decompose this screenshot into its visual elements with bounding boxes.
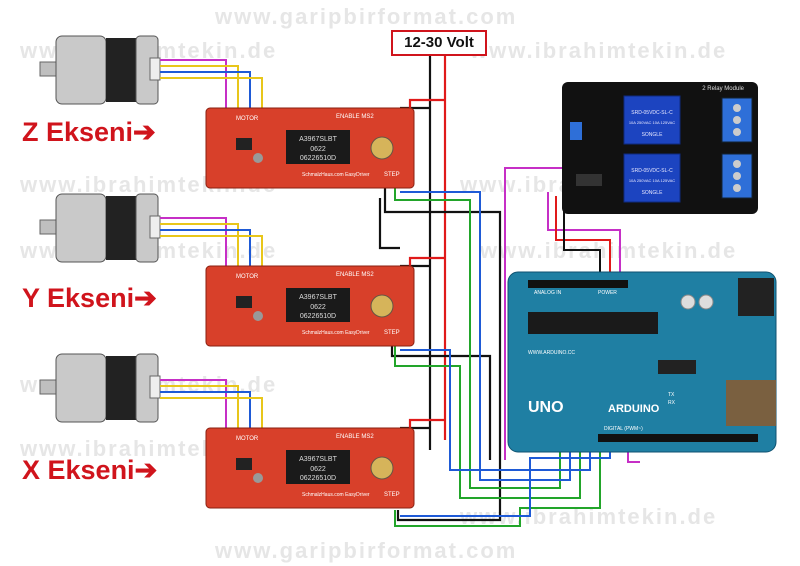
arduino-analog-label: ANALOG IN: [534, 290, 562, 296]
easydriver-z: A3967SLBT 0622 06226510D MOTOR ENABLE MS…: [205, 107, 415, 189]
relay-brand: SONGLE: [642, 190, 664, 196]
arrow-right-icon: ➔: [134, 283, 157, 313]
axis-label-text: Y Ekseni: [22, 283, 135, 313]
driver-brand: SchmalzHaus.com EasyDriver: [302, 172, 370, 178]
watermark: www.garipbirformat.com: [215, 538, 518, 563]
axis-label-z: Z Ekseni➔: [22, 117, 156, 148]
relay-module: SRD-05VDC-SL-C 10A 250VAC 10A 125VAC SON…: [562, 82, 758, 214]
arrow-right-icon: ➔: [134, 455, 158, 485]
driver-chip-text: 06226510D: [300, 475, 336, 482]
arduino-power-label: POWER: [598, 290, 617, 296]
driver-motor-label: MOTOR: [236, 436, 259, 442]
arduino-uno: POWER ANALOG IN WWW.ARDUINO.CC UNO ARDUI…: [507, 271, 777, 453]
driver-motor-label: MOTOR: [236, 274, 259, 280]
axis-label-x: X Ekseni➔: [22, 455, 157, 486]
watermark: www.ibrahimtekin.de: [480, 238, 738, 263]
axis-label-text: Z Ekseni: [22, 117, 134, 147]
driver-chip-text: 06226510D: [300, 313, 336, 320]
motor-wires: [160, 59, 263, 430]
driver-enable-label: ENABLE MS2: [336, 434, 374, 440]
driver-chip-text: 0622: [310, 466, 326, 473]
driver-step-label: STEP: [384, 492, 400, 498]
driver-chip-text: A3967SLBT: [299, 136, 337, 143]
axis-label-y: Y Ekseni➔: [22, 283, 157, 314]
relay-rating: 10A 250VAC 10A 125VAC: [629, 178, 675, 183]
driver-chip-text: A3967SLBT: [299, 294, 337, 301]
watermark: www.garipbirformat.com: [215, 4, 518, 29]
arduino-tx: TX: [668, 392, 675, 398]
arduino-name: ARDUINO: [608, 403, 660, 415]
relay-text: SRD-05VDC-SL-C: [631, 168, 673, 174]
easydriver-y: A3967SLBT 0622 06226510D MOTOR ENABLE MS…: [205, 265, 415, 347]
power-supply-box: 12-30 Volt: [391, 30, 487, 56]
driver-brand: SchmalzHaus.com EasyDriver: [302, 330, 370, 336]
arduino-logo: UNO: [528, 399, 564, 416]
driver-brand: SchmalzHaus.com EasyDriver: [302, 492, 370, 498]
driver-chip-text: 0622: [310, 146, 326, 153]
arduino-rx: RX: [668, 400, 676, 406]
relay-module-title: 2 Relay Module: [702, 86, 744, 92]
axis-label-text: X Ekseni: [22, 455, 135, 485]
stepper-motor-z: [39, 35, 161, 105]
relay-text: SRD-05VDC-SL-C: [631, 110, 673, 116]
power-bus: [378, 56, 502, 522]
driver-chip-text: 06226510D: [300, 155, 336, 162]
driver-step-label: STEP: [384, 172, 400, 178]
watermark: www.ibrahimtekin.de: [470, 38, 728, 63]
arrow-right-icon: ➔: [133, 117, 156, 147]
driver-chip-text: 0622: [310, 304, 326, 311]
relay-brand: SONGLE: [642, 132, 664, 138]
stepper-motor-x: [39, 353, 161, 423]
driver-motor-label: MOTOR: [236, 116, 259, 122]
stepper-motor-y: [39, 193, 161, 263]
driver-step-label: STEP: [384, 330, 400, 336]
driver-chip-text: A3967SLBT: [299, 456, 337, 463]
easydriver-x: A3967SLBT 0622 06226510D MOTOR ENABLE MS…: [205, 427, 415, 509]
driver-enable-label: ENABLE MS2: [336, 114, 374, 120]
driver-enable-label: ENABLE MS2: [336, 272, 374, 278]
relay-rating: 10A 250VAC 10A 125VAC: [629, 120, 675, 125]
arduino-web: WWW.ARDUINO.CC: [528, 350, 575, 356]
arduino-digital-label: DIGITAL (PWM~): [604, 426, 643, 432]
